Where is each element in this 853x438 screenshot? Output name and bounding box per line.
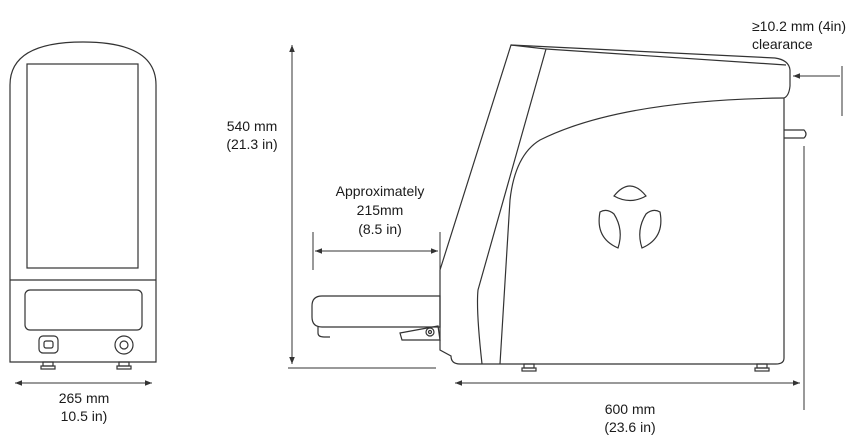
- height-in-label: (21.3 in): [226, 136, 278, 152]
- instrument-top-cover: [545, 48, 787, 66]
- power-button-icon: [38, 335, 59, 354]
- instrument-front-panel: [476, 44, 547, 365]
- rear-handle: [784, 129, 807, 139]
- drawer-tray: [311, 295, 441, 328]
- drawer-in-label: (8.5 in): [358, 221, 402, 237]
- side-view-foot-front: [521, 363, 537, 372]
- front-width-in-label: 10.5 in): [60, 408, 108, 424]
- logo-icon: [598, 185, 662, 249]
- drawer-latch: [399, 325, 441, 341]
- instrument-body: [439, 44, 791, 365]
- height-mm-label: 540 mm: [226, 118, 278, 134]
- clearance-text-label: clearance: [752, 36, 813, 52]
- drawer-approx-label: Approximately: [335, 183, 425, 199]
- front-width-mm-label: 265 mm: [58, 390, 110, 406]
- side-view: [288, 44, 843, 410]
- depth-in-label: (23.6 in): [604, 419, 656, 435]
- instrument-side-curve: [499, 97, 785, 365]
- port-inner-icon: [119, 340, 129, 350]
- front-view-foot-right: [116, 361, 132, 370]
- power-button-inner-icon: [43, 340, 54, 349]
- drawer-mm-label: 215mm: [356, 202, 404, 218]
- clearance-value-label: ≥10.2 mm (4in): [752, 18, 847, 34]
- front-view-housing: [9, 41, 157, 363]
- port-icon: [114, 335, 134, 355]
- front-view-screen: [26, 63, 139, 269]
- depth-mm-label: 600 mm: [604, 401, 656, 417]
- front-view: [9, 41, 157, 386]
- front-view-foot-left: [40, 361, 56, 370]
- front-view-drawer-panel: [24, 289, 143, 331]
- drawer-tray-support: [317, 327, 330, 338]
- side-view-foot-rear: [754, 363, 770, 372]
